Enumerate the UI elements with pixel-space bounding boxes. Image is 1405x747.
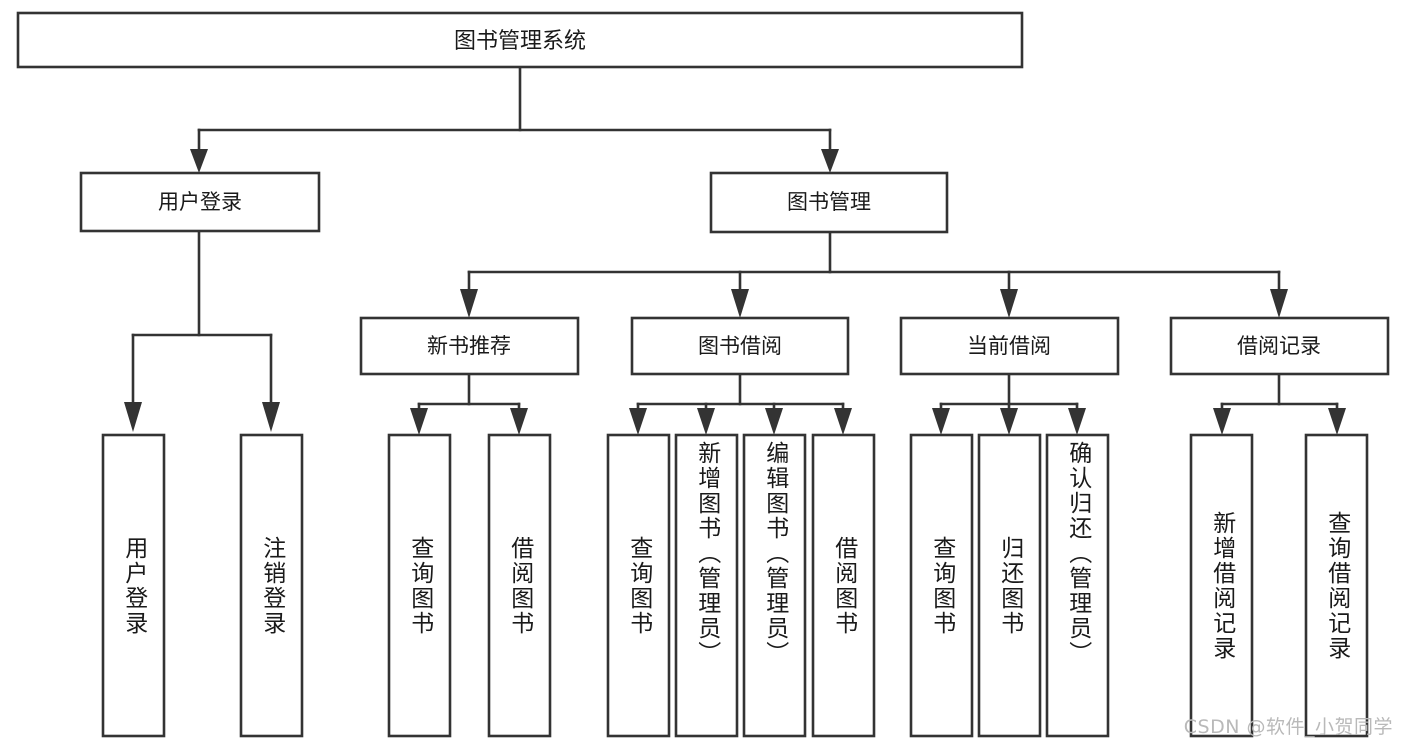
arrow-head-book-manage <box>821 149 839 173</box>
leaf-box-user-login[interactable] <box>101 433 166 738</box>
arrow-head-current-leaf-3 <box>1068 408 1086 435</box>
leaf-box-recommend-query-book[interactable] <box>387 433 452 738</box>
node-book-borrow-label: 图书借阅 <box>698 334 782 358</box>
csdn-watermark: CSDN @软件_小贺同学 <box>1183 716 1393 738</box>
node-current-borrow-box[interactable] <box>899 316 1120 376</box>
arrow-head-book-borrow <box>731 289 749 318</box>
arrow-head-borrow-record <box>1270 289 1288 318</box>
arrow-head-borrow-leaf-4 <box>834 408 852 435</box>
arrow-head-current-leaf-1 <box>932 408 950 435</box>
leaf-box-current-return-book[interactable] <box>977 433 1042 738</box>
node-layer: 图书管理系统 用户登录 图书管理 新书推荐 图书借阅 当前借阅 借阅记录 <box>16 11 1390 738</box>
arrow-head-new-book-recommend <box>460 289 478 318</box>
node-root-label: 图书管理系统 <box>454 29 586 54</box>
arrow-head-current-borrow <box>1000 289 1018 318</box>
arrow-head-leaf-logout <box>262 402 280 432</box>
leaf-box-current-confirm-return[interactable] <box>1045 433 1110 738</box>
node-borrow-record-box[interactable] <box>1169 316 1390 376</box>
node-user-login-label: 用户登录 <box>158 190 242 214</box>
arrow-head-recommend-leaf-1 <box>410 408 428 435</box>
node-borrow-record-label: 借阅记录 <box>1237 334 1321 358</box>
arrow-head-borrow-leaf-2 <box>697 408 715 435</box>
arrow-head-record-leaf-1 <box>1213 408 1231 435</box>
leaf-box-record-add[interactable] <box>1189 433 1254 738</box>
leaf-box-current-query-book[interactable] <box>909 433 974 738</box>
arrow-head-leaf-user-login <box>124 402 142 432</box>
arrow-head-recommend-leaf-2 <box>510 408 528 435</box>
arrow-head-current-leaf-2 <box>1000 408 1018 435</box>
leaf-box-recommend-borrow-book[interactable] <box>487 433 552 738</box>
node-new-book-recommend-box[interactable] <box>359 316 580 376</box>
node-root-box[interactable] <box>16 11 1024 69</box>
node-book-borrow-box[interactable] <box>630 316 850 376</box>
node-book-manage-box[interactable] <box>709 171 949 234</box>
arrow-head-borrow-leaf-3 <box>765 408 783 435</box>
arrow-head-user-login <box>190 149 208 173</box>
leaf-box-borrow-edit-book[interactable] <box>742 433 807 738</box>
node-user-login-box[interactable] <box>79 171 321 233</box>
connector-layer <box>124 65 1346 435</box>
leaf-box-logout[interactable] <box>239 433 304 738</box>
arrow-head-borrow-leaf-1 <box>629 408 647 435</box>
node-current-borrow-label: 当前借阅 <box>967 334 1051 358</box>
arrow-head-record-leaf-2 <box>1328 408 1346 435</box>
node-book-manage-label: 图书管理 <box>787 190 871 214</box>
leaf-box-borrow-query-book[interactable] <box>606 433 671 738</box>
leaf-box-record-query[interactable] <box>1304 433 1369 738</box>
leaf-box-borrow-borrow-book[interactable] <box>811 433 876 738</box>
node-new-book-recommend-label: 新书推荐 <box>427 334 511 358</box>
leaf-box-borrow-add-book[interactable] <box>674 433 739 738</box>
